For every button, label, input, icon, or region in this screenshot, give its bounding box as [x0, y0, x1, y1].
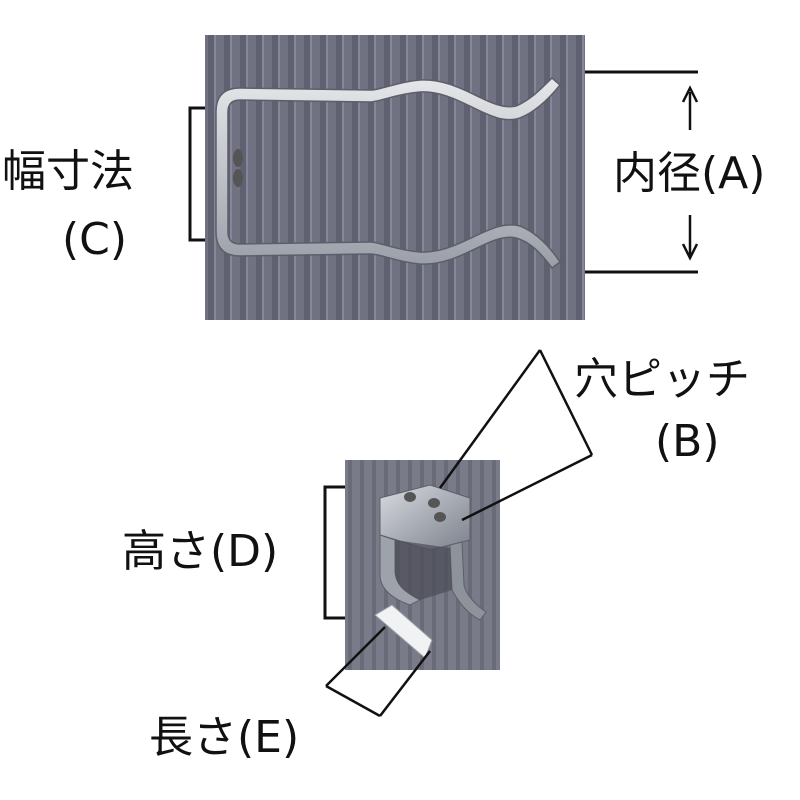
- inner-diameter-label: 内径(A): [613, 148, 766, 199]
- hole-mark: [428, 498, 440, 508]
- top-photo-backdrop: [205, 35, 585, 320]
- width-dimension-code: (C): [62, 214, 128, 265]
- hole-mark: [233, 149, 243, 167]
- width-bracket: [188, 106, 205, 242]
- hole-mark: [233, 169, 243, 187]
- height-bracket: [323, 485, 345, 620]
- top-photo: [205, 35, 585, 320]
- length-label: 長さ(E): [149, 712, 300, 763]
- hole-mark: [434, 512, 446, 522]
- inner-diameter-indicator: [585, 70, 699, 274]
- height-label: 高さ(D): [122, 526, 279, 577]
- hole-mark: [404, 492, 416, 502]
- length-callout: [325, 626, 431, 718]
- clip-arm-right: [449, 541, 487, 621]
- clip-foot: [374, 604, 433, 659]
- width-dimension-label: 幅寸法: [2, 146, 134, 197]
- hole-pitch-label: 穴ピッチ: [574, 354, 750, 405]
- bottom-photo: [345, 460, 500, 670]
- up-arrow-icon: [681, 85, 699, 103]
- down-arrow-icon: [681, 243, 699, 261]
- hole-pitch-code: (B): [655, 416, 720, 467]
- clip-top-view: [215, 76, 562, 270]
- hole-pitch-callout: [438, 349, 594, 522]
